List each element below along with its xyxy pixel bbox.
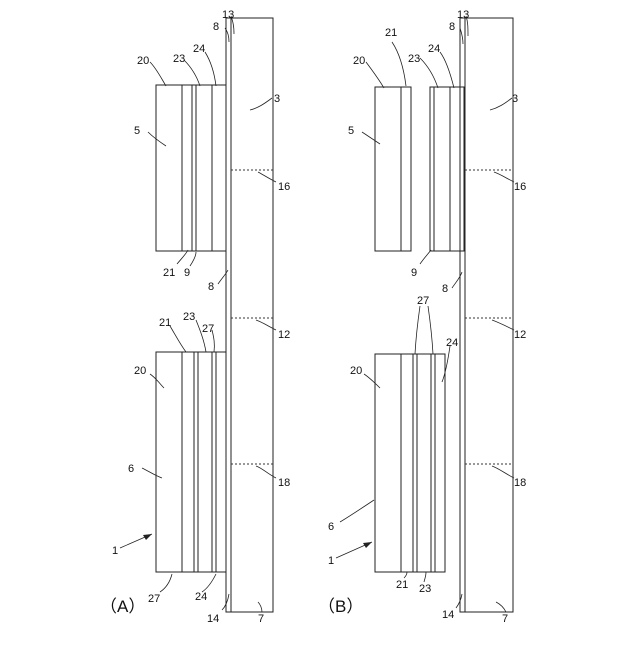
element-6-b	[375, 354, 445, 572]
layer-24-b-upper	[450, 87, 464, 251]
ref-8-b-top: 8	[449, 21, 455, 33]
layer-23-b-lower	[417, 354, 431, 572]
ref-8-a-top: 8	[213, 21, 219, 33]
element-5-b	[375, 87, 464, 251]
ref-14-a: 14	[207, 613, 219, 625]
layer-23-b-upper	[434, 87, 450, 251]
element-6-a	[156, 352, 226, 572]
ref-1-b: 1	[328, 555, 334, 567]
panel-b: 21 20 23 24 8 13 5 3 16 9 8 27 24 20 12 …	[318, 9, 526, 625]
panel-label-b: （B）	[318, 597, 363, 616]
ref-7-a: 7	[258, 613, 264, 625]
ref-23-b: 23	[408, 53, 420, 65]
ref-13-a: 13	[222, 9, 234, 21]
ref-20-b-low: 20	[350, 365, 362, 377]
element-5-a	[156, 85, 226, 251]
ref-20-a: 20	[137, 55, 149, 67]
ref-24-b-mid: 24	[446, 337, 458, 349]
ref-24-a-bot: 24	[195, 591, 207, 603]
layer-27-a-inner	[194, 352, 198, 572]
ref-23-a-low: 23	[183, 311, 195, 323]
ref-7-b: 7	[502, 613, 508, 625]
substrate-3-a	[231, 18, 273, 612]
layer-8-a	[226, 18, 231, 612]
layer-20-b-upper	[375, 87, 401, 251]
ref-24-b: 24	[428, 43, 440, 55]
ref-6-a: 6	[128, 463, 134, 475]
layer-20-a-lower	[156, 352, 182, 572]
substrate-3-b	[465, 18, 513, 612]
layer-23-a-lower	[198, 352, 212, 572]
layer-27-b-inner	[413, 354, 417, 572]
ref-21-b-top: 21	[385, 27, 397, 39]
ref-21-a-low: 21	[159, 317, 171, 329]
ref-13-b: 13	[457, 9, 469, 21]
ref-16-b: 16	[514, 181, 526, 193]
ref-5-b: 5	[348, 125, 354, 137]
ref-16-a: 16	[278, 181, 290, 193]
ref-8-a-mid: 8	[208, 281, 214, 293]
ref-20-a-low: 20	[134, 365, 146, 377]
ref-12-a: 12	[278, 329, 290, 341]
ref-8-b-mid: 8	[442, 283, 448, 295]
layer-24-a-lower	[216, 352, 226, 572]
layer-21-a-lower	[182, 352, 194, 572]
panel-a: 20 23 24 8 13 5 3 16 21 9 8 21 23 27 20 …	[100, 9, 290, 625]
layer-9-b	[430, 87, 434, 251]
ref-23-b-bot: 23	[419, 583, 431, 595]
layer-9-a	[192, 85, 196, 251]
layer-21-b-lower	[401, 354, 413, 572]
ref-14-b: 14	[442, 609, 454, 621]
panel-label-a: （A）	[100, 597, 145, 616]
ref-12-b: 12	[514, 329, 526, 341]
ref-27-a-low: 27	[202, 323, 214, 335]
ref-21-a-mid: 21	[163, 267, 175, 279]
ref-3-b: 3	[512, 93, 518, 105]
ref-3-a: 3	[274, 93, 280, 105]
layer-23-a-upper	[196, 85, 212, 251]
ref-9-b: 9	[411, 267, 417, 279]
layer-27-a-outer	[212, 352, 216, 572]
ref-6-b: 6	[328, 521, 334, 533]
layer-21-a-upper	[182, 85, 192, 251]
ref-24-a: 24	[193, 43, 205, 55]
ref-5-a: 5	[134, 125, 140, 137]
ref-18-a: 18	[278, 477, 290, 489]
ref-20-b: 20	[353, 55, 365, 67]
layer-27-b-outer	[431, 354, 435, 572]
ref-27-b: 27	[417, 295, 429, 307]
layer-21-b-upper	[401, 87, 411, 251]
ref-1-a: 1	[112, 545, 118, 557]
ref-18-b: 18	[514, 477, 526, 489]
ref-21-b-bot: 21	[396, 579, 408, 591]
ref-27-a-bot: 27	[148, 593, 160, 605]
ref-9-a: 9	[184, 267, 190, 279]
ref-23-a: 23	[173, 53, 185, 65]
layer-24-a-upper	[212, 85, 226, 251]
layer-20-a-upper	[156, 85, 182, 251]
layer-24-b-lower	[435, 354, 445, 572]
